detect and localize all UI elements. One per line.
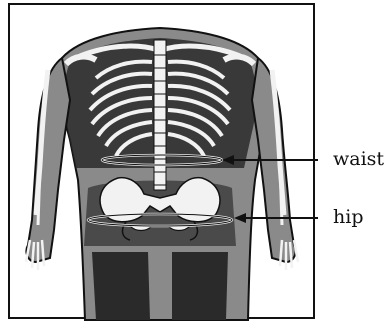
waist-label: waist	[333, 150, 384, 169]
spine	[154, 40, 166, 190]
hip-label: hip	[333, 208, 363, 227]
